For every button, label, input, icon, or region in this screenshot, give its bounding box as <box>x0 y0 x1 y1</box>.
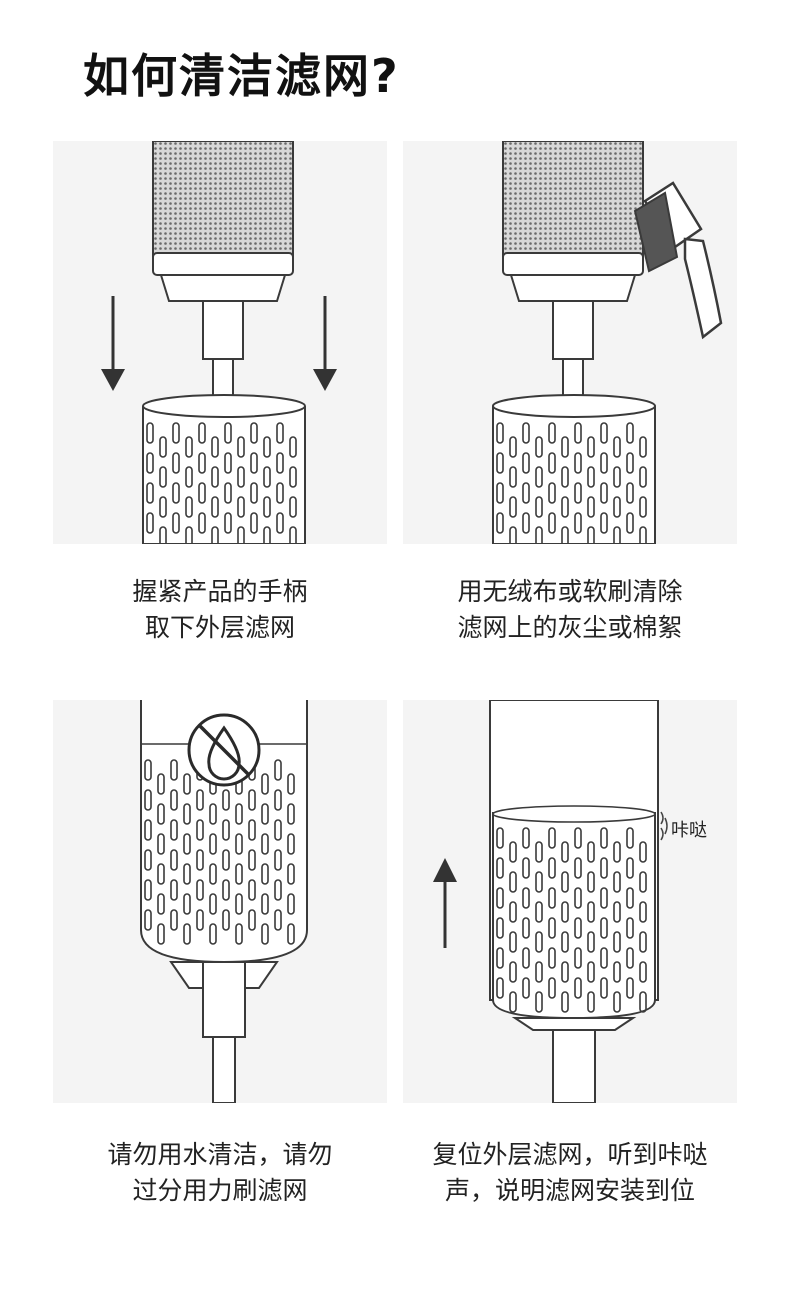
filter-slots <box>496 827 647 1013</box>
step-2-illustration <box>403 141 737 544</box>
step-2-caption: 用无绒布或软刷清除 滤网上的灰尘或棉絮 <box>380 574 760 646</box>
step-1-line-2: 取下外层滤网 <box>144 613 295 642</box>
arrow-up-icon <box>433 858 457 948</box>
step-3-illustration <box>53 700 387 1103</box>
brush-icon <box>633 181 723 340</box>
step-1-illustration <box>53 141 387 544</box>
step-3-line-1: 请勿用水清洁，请勿 <box>107 1140 333 1169</box>
filter-slots <box>146 422 297 544</box>
click-sound-label: 咔哒 <box>671 820 707 841</box>
click-sound-icon <box>660 811 668 841</box>
arrow-down-icon <box>101 296 125 391</box>
step-4-line-1: 复位外层滤网，听到咔哒 <box>432 1140 708 1169</box>
step-2-line-1: 用无绒布或软刷清除 <box>457 577 683 606</box>
filter-slots <box>144 759 295 945</box>
filter-slots <box>496 422 647 544</box>
step-1-caption: 握紧产品的手柄 取下外层滤网 <box>30 574 410 646</box>
arrow-down-icon <box>313 296 337 391</box>
step-4-caption: 复位外层滤网，听到咔哒 声，说明滤网安装到位 <box>380 1137 760 1209</box>
step-4-line-2: 声，说明滤网安装到位 <box>444 1176 695 1205</box>
no-water-icon <box>187 713 261 787</box>
step-4-illustration: 咔哒 <box>403 700 737 1103</box>
step-1-line-1: 握紧产品的手柄 <box>132 577 308 606</box>
step-3-caption: 请勿用水清洁，请勿 过分用力刷滤网 <box>30 1137 410 1209</box>
step-3-line-2: 过分用力刷滤网 <box>132 1176 308 1205</box>
page-title: 如何清洁滤网? <box>83 49 400 103</box>
step-2-line-2: 滤网上的灰尘或棉絮 <box>457 613 683 642</box>
